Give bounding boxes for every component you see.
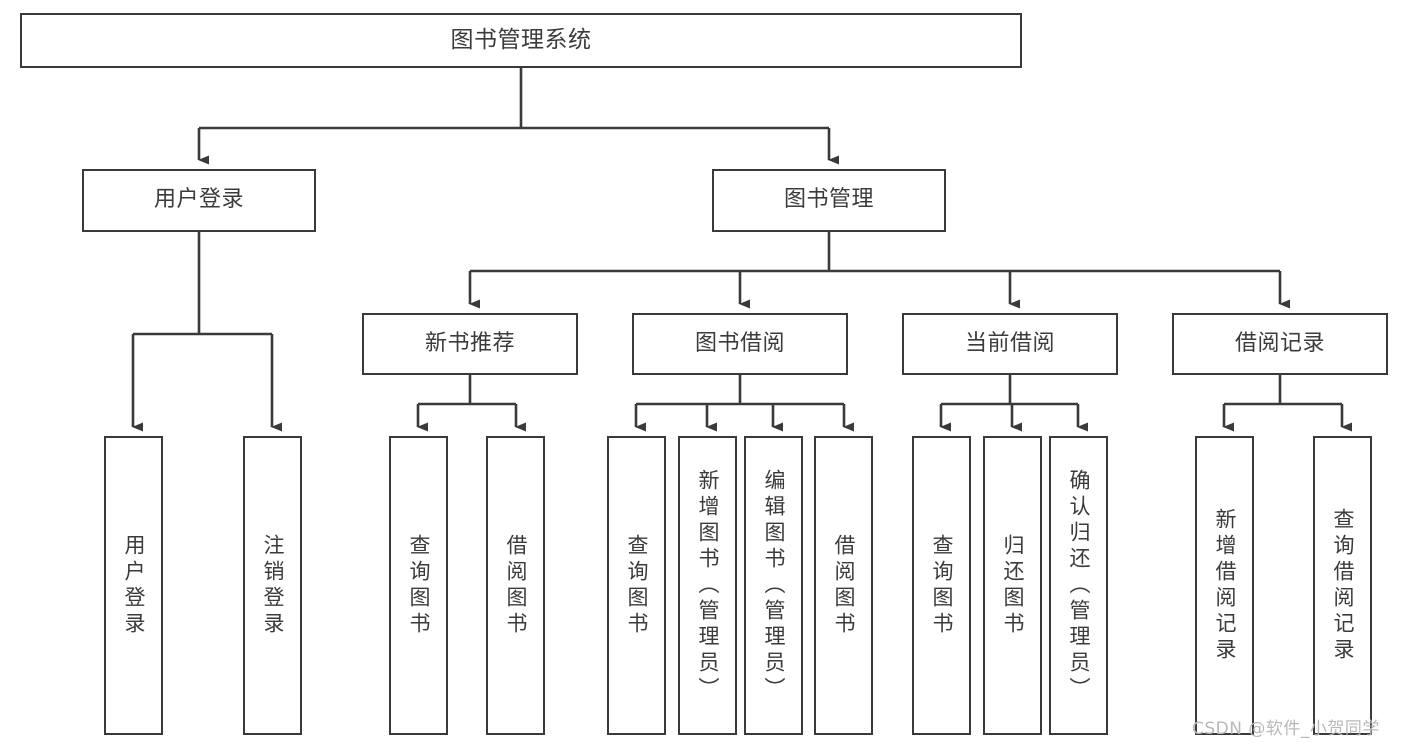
node-leaf-query-book-2-label: 查询图书 bbox=[625, 533, 649, 638]
node-leaf-query-book-1[interactable]: 查询图书 bbox=[389, 436, 448, 735]
node-current-borrow-label: 当前借阅 bbox=[964, 330, 1055, 356]
node-leaf-query-book-1-label: 查询图书 bbox=[407, 533, 431, 638]
node-borrow-record[interactable]: 借阅记录 bbox=[1172, 313, 1388, 375]
node-user-login[interactable]: 用户登录 bbox=[82, 169, 316, 232]
node-leaf-query-record[interactable]: 查询借阅记录 bbox=[1313, 436, 1372, 735]
node-root-label: 图书管理系统 bbox=[450, 26, 592, 53]
node-leaf-return-book[interactable]: 归还图书 bbox=[983, 436, 1042, 735]
node-leaf-borrow-book-1[interactable]: 借阅图书 bbox=[486, 436, 545, 735]
node-leaf-add-record-label: 新增借阅记录 bbox=[1213, 507, 1237, 664]
node-book-manage-label: 图书管理 bbox=[783, 187, 874, 213]
node-leaf-query-book-3[interactable]: 查询图书 bbox=[912, 436, 971, 735]
node-leaf-logout-label: 注销登录 bbox=[261, 533, 285, 638]
node-leaf-user-login-label: 用户登录 bbox=[122, 533, 146, 638]
node-leaf-edit-book-label: 编辑图书（管理员） bbox=[762, 468, 786, 703]
node-book-manage[interactable]: 图书管理 bbox=[712, 169, 946, 232]
node-leaf-query-record-label: 查询借阅记录 bbox=[1331, 507, 1355, 664]
node-leaf-borrow-book-2[interactable]: 借阅图书 bbox=[814, 436, 873, 735]
node-leaf-logout[interactable]: 注销登录 bbox=[243, 436, 302, 735]
node-leaf-add-book[interactable]: 新增图书（管理员） bbox=[678, 436, 737, 735]
watermark-text: CSDN @软件_小贺同学 bbox=[1192, 719, 1380, 739]
node-leaf-query-book-3-label: 查询图书 bbox=[930, 533, 954, 638]
node-leaf-return-book-label: 归还图书 bbox=[1001, 533, 1025, 638]
node-leaf-user-login[interactable]: 用户登录 bbox=[104, 436, 163, 735]
node-root[interactable]: 图书管理系统 bbox=[20, 13, 1022, 68]
node-book-borrow-label: 图书借阅 bbox=[694, 330, 785, 356]
node-leaf-add-record[interactable]: 新增借阅记录 bbox=[1195, 436, 1254, 735]
node-user-login-label: 用户登录 bbox=[153, 187, 244, 213]
node-leaf-borrow-book-2-label: 借阅图书 bbox=[832, 533, 856, 638]
node-borrow-record-label: 借阅记录 bbox=[1234, 330, 1325, 356]
node-new-book-recommend-label: 新书推荐 bbox=[424, 330, 515, 356]
node-leaf-confirm-return-label: 确认归还（管理员） bbox=[1067, 468, 1091, 703]
node-leaf-borrow-book-1-label: 借阅图书 bbox=[504, 533, 528, 638]
node-book-borrow[interactable]: 图书借阅 bbox=[632, 313, 848, 375]
node-leaf-query-book-2[interactable]: 查询图书 bbox=[607, 436, 666, 735]
node-new-book-recommend[interactable]: 新书推荐 bbox=[362, 313, 578, 375]
node-leaf-add-book-label: 新增图书（管理员） bbox=[696, 468, 720, 703]
node-leaf-edit-book[interactable]: 编辑图书（管理员） bbox=[744, 436, 803, 735]
node-leaf-confirm-return[interactable]: 确认归还（管理员） bbox=[1049, 436, 1108, 735]
node-current-borrow[interactable]: 当前借阅 bbox=[902, 313, 1118, 375]
